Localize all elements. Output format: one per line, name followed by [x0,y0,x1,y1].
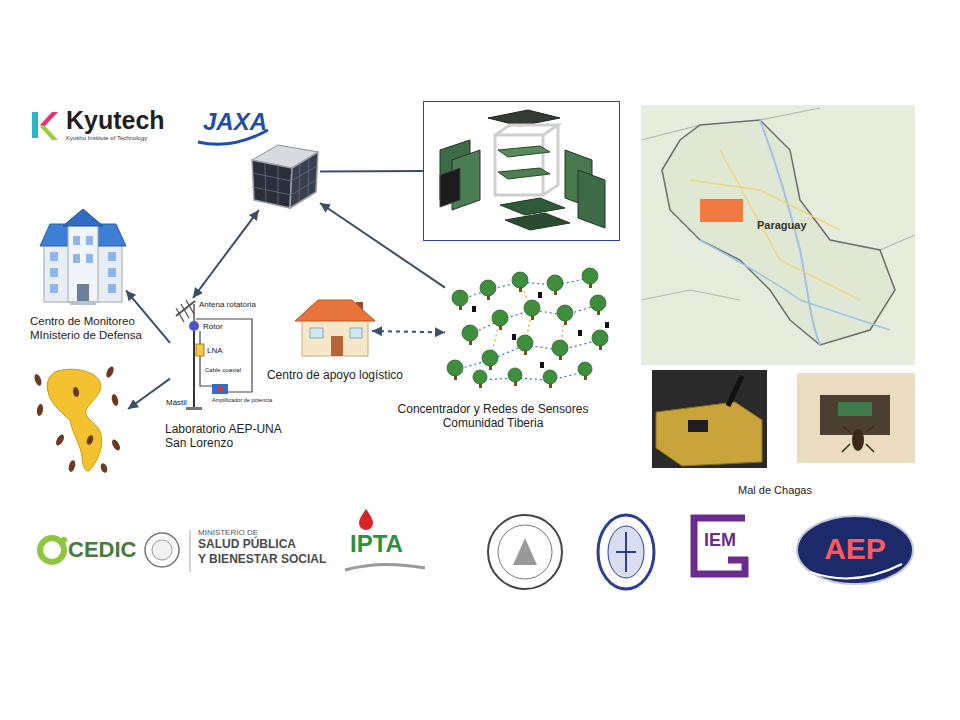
logistics-house: Centro de apoyo logístico [298,298,372,358]
node-label: Centro de Monitoreo MInisterio de Defens… [30,315,162,343]
monitoring-center: Centro de Monitoreo MInisterio de Defens… [38,208,126,305]
logo-text: IEM [704,530,736,551]
sensor-photo [652,370,767,468]
logos [40,509,913,589]
logo-text: JAXA [203,108,267,136]
node-label: Centro de apoyo logístico [267,368,403,382]
building [40,209,126,305]
sensor-network [447,268,609,388]
logo-text: Y BIENESTAR SOCIAL [198,553,326,567]
exploded-view-box [423,101,620,241]
part-label: Cable coaxial [205,367,241,374]
connector-arrow [193,210,259,298]
node-label: Laboratorio AEP-UNA San Lorenzo [165,422,289,451]
photo-caption: Mal de Chagas [738,484,812,497]
part-label: Rotor [203,322,223,331]
logo-text: IPTA [350,530,403,558]
part-label: Antena rotatoria [199,300,256,309]
connector-arrow [372,331,445,332]
ground-station [176,300,252,410]
exploded-cubesat [440,110,605,230]
house [295,300,375,356]
logo-text: AEP [824,532,886,567]
chagas-map-node [30,365,128,475]
part-label: LNA [207,346,223,355]
logo-text: SALUD PÚBLICA [198,538,296,552]
map-label: Paraguay [757,219,807,232]
cubesat [252,145,318,208]
connector-arrow [320,203,445,288]
trap-photo [797,373,915,463]
kyutech-icon [32,112,58,140]
part-label: Amplificador de potencia [212,397,272,403]
logo-text: CEDIC [68,537,136,562]
logo-text: Kyutech [66,106,165,135]
paraguay-map [641,105,915,365]
logo-subtitle: Kyushu Institute of Technology [66,135,147,142]
connector-arrow [320,170,423,173]
cubesat-node [248,140,320,210]
connector-arrow [128,379,170,409]
node-label: Concentrador y Redes de Sensores Comunid… [393,402,593,431]
logo-text: MINISTERIO DE [198,528,258,537]
part-label: Mástil [166,398,187,407]
sensor-network-node: Concentrador y Redes de Sensores Comunid… [445,262,615,390]
chagas-americas-map [33,365,121,473]
